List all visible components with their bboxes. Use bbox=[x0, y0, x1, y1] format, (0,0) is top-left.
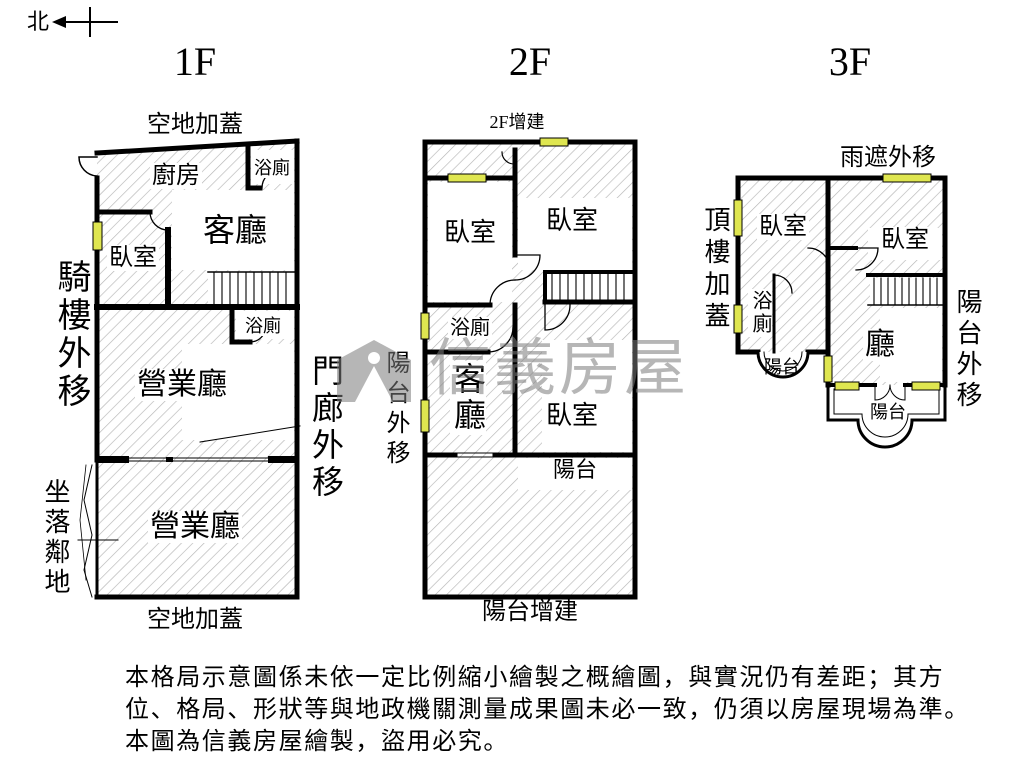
floor2-bedroom-lower-label: 臥室 bbox=[543, 401, 601, 430]
window-icon bbox=[834, 381, 860, 391]
window-icon bbox=[447, 173, 487, 183]
floor3-balcony-left-label: 陽台 bbox=[764, 357, 800, 377]
floor3-hall-label: 廳 bbox=[863, 328, 897, 361]
floor2-bath-label: 浴廁 bbox=[448, 317, 492, 339]
floor2-balcony-note: 陽台外移 bbox=[382, 350, 408, 470]
disclaimer-line-2: 位、格局、形狀等與地政機關測量成果圖未必一致，仍須以房屋現場為準。 bbox=[125, 697, 970, 723]
floor1-living-room-label: 客廳 bbox=[200, 212, 270, 248]
floor3-balcony-right-label: 陽台 bbox=[870, 402, 906, 422]
window-icon bbox=[92, 221, 103, 251]
window-icon bbox=[823, 355, 833, 383]
floor3-title: 3F bbox=[828, 39, 872, 84]
floor1-bottom-note: 空地加蓋 bbox=[147, 607, 243, 633]
floor3-bath-label: 浴廁 bbox=[748, 289, 772, 337]
floor1-business-hall-upper-label: 營業廳 bbox=[135, 368, 229, 401]
disclaimer-line-3: 本圖為信義房屋繪製，盜用必究。 bbox=[125, 729, 509, 755]
window-icon bbox=[420, 312, 430, 340]
floor1-bedroom-label: 臥室 bbox=[107, 245, 159, 271]
floor1-neighbor-note: 坐落鄰地 bbox=[41, 478, 70, 598]
window-icon bbox=[420, 399, 430, 433]
floor2-bedroom-left-label: 臥室 bbox=[441, 218, 499, 247]
floor1-business-hall-lower-label: 營業廳 bbox=[148, 510, 242, 543]
floor3-bedroom-right-label: 臥室 bbox=[879, 227, 931, 253]
window-icon bbox=[733, 199, 743, 237]
window-icon bbox=[911, 381, 941, 391]
floor2-bedroom-right-label: 臥室 bbox=[543, 206, 601, 235]
floor3-bedroom-left-label: 臥室 bbox=[757, 214, 809, 240]
floor2-balcony-label: 陽台 bbox=[550, 457, 600, 482]
window-icon bbox=[733, 304, 743, 334]
window-icon bbox=[539, 137, 569, 147]
floor1-bath-top-label: 浴廁 bbox=[252, 158, 292, 178]
floor1-porch-note: 門廊外移 bbox=[308, 354, 344, 502]
floor2-title: 2F bbox=[508, 39, 552, 84]
floor3-balcony-note: 陽台外移 bbox=[953, 288, 982, 412]
floor1-bath-mid-label: 浴廁 bbox=[243, 316, 283, 336]
floor1-walls bbox=[77, 138, 301, 600]
floor2-living-room-label: 客廳 bbox=[450, 361, 486, 435]
floor2-top-note: 2F增建 bbox=[489, 112, 545, 132]
floor2-bottom-note: 陽台增建 bbox=[482, 599, 578, 625]
disclaimer-line-1: 本格局示意圖係未依一定比例縮小繪製之概繪圖，與實況仍有差距；其方 bbox=[125, 665, 945, 691]
floor3-top-note: 雨遮外移 bbox=[840, 145, 936, 171]
north-label: 北 bbox=[26, 9, 50, 34]
floor1-kitchen-label: 廚房 bbox=[150, 163, 202, 189]
window-icon bbox=[882, 173, 932, 183]
floor3-rooftop-note: 頂樓加蓋 bbox=[701, 206, 730, 334]
floor1-arcade-note: 騎樓外移 bbox=[52, 259, 89, 411]
north-arrow-icon bbox=[52, 7, 118, 37]
floor1-title: 1F bbox=[173, 39, 217, 84]
floor1-top-note: 空地加蓋 bbox=[147, 112, 243, 138]
floor2-walls bbox=[422, 139, 638, 600]
